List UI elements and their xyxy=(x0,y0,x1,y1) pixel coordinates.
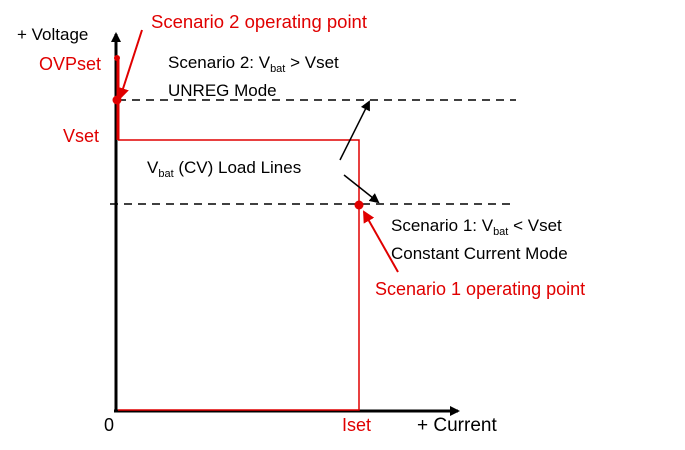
ovp-point-marker xyxy=(114,55,120,61)
cc-cv-boundary xyxy=(118,139,360,411)
load-lines-label: Vbat (CV) Load Lines xyxy=(147,158,301,180)
scenario2-mode: UNREG Mode xyxy=(168,81,277,100)
scenario2-operating-point-label: Scenario 2 operating point xyxy=(151,11,367,32)
ovpset-label: OVPset xyxy=(39,54,101,74)
x-axis-label: + Current xyxy=(417,415,497,436)
scenario1-operating-point-marker xyxy=(354,200,364,210)
scenario2-condition: Scenario 2: Vbat > Vset xyxy=(168,53,339,75)
vset-label: Vset xyxy=(63,126,99,146)
iset-label: Iset xyxy=(342,415,371,435)
scenario1-operating-point-label: Scenario 1 operating point xyxy=(375,279,585,299)
loadlines-arrow-upper xyxy=(339,100,370,161)
origin-label: 0 xyxy=(104,415,114,435)
loadlines-arrow-lower xyxy=(343,174,380,204)
scenario1-mode: Constant Current Mode xyxy=(391,244,568,263)
y-axis-label: + Voltage xyxy=(17,25,88,44)
scenario2-pointer-arrow xyxy=(117,29,143,100)
scenario1-pointer-arrow xyxy=(363,210,399,273)
scenario1-condition: Scenario 1: Vbat < Vset xyxy=(391,216,562,238)
